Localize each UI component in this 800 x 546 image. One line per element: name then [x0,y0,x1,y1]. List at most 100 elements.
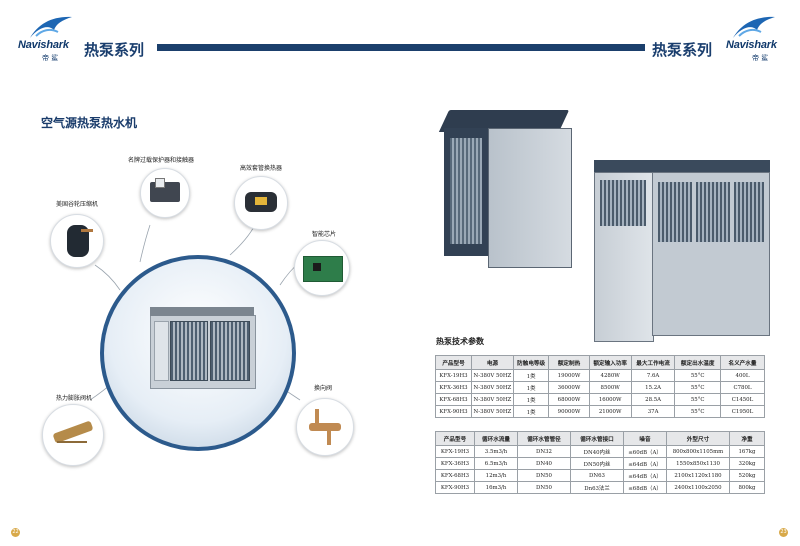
part-label-valve: 热力膨胀阀机 [56,395,93,402]
table-cell: DN50 [517,469,571,482]
heat-pump-unit-small [436,110,592,270]
table-row: KFX-36H3 6.5m3/h DN40 DN50内丝 ≤64dB（A） 15… [435,457,765,470]
table-cell: DN40 [517,457,571,470]
table-cell: 1类 [512,393,550,406]
col-header: 额定输入功率 [588,355,632,370]
table-cell: C1450L [719,393,766,406]
table-cell: 28.5A [630,393,676,406]
table-cell: KFX-19H3 [435,445,475,458]
table-cell: C780L [719,381,766,394]
table-cell: 55°C [674,381,721,394]
unit-small-front [488,128,572,268]
table-row: KFX-68H3 N-380V 50HZ 1类 68000W 16000W 28… [434,393,766,406]
table-cell: 520kg [729,469,765,482]
table-row: KFX-19H3 N-380V 50HZ 1类 19000W 4280W 7.6… [434,369,766,382]
table-cell: KFX-36H3 [435,457,475,470]
table-cell: 1类 [512,381,550,394]
unit-top [150,307,254,316]
main-product-circle [100,255,296,451]
table-row: KFX-36H3 N-380V 50HZ 1类 36000W 8500W 15.… [434,381,766,394]
table-cell: N-380V 50HZ [471,405,514,418]
col-header: 电源 [471,355,514,370]
circuit-board-icon [303,256,343,282]
table-cell: DN50 [517,481,571,494]
table-row: KFX-19H3 3.5m3/h DN32 DN40内丝 ≤60dB（A） 80… [435,445,765,458]
table-cell: 15.2A [630,381,676,394]
valve-capillary-icon [57,441,87,443]
copeland-compressor-icon [67,225,89,257]
table-cell: 1类 [512,369,550,382]
reversing-valve-icon [309,423,341,431]
header-bar [157,44,645,51]
table-cell: 19000W [548,369,590,382]
table-cell: 1550x850x1130 [666,457,730,470]
unit-large-top [594,160,770,174]
table-cell: KFX-19H3 [434,369,473,382]
table-cell: 3.5m3/h [474,445,518,458]
exchanger-label-icon [255,197,267,205]
table-cell: 167kg [729,445,765,458]
part-label-exchanger: 高效套管换热器 [240,165,283,172]
shark-logo-left [30,16,72,38]
unit-small-grill [450,138,482,244]
table-cell: KFX-90H3 [434,405,473,418]
table-cell: 400L [719,369,766,382]
table-cell: N-380V 50HZ [471,381,514,394]
unit-large-grill-1 [658,182,692,242]
contactor-icon [155,178,165,188]
table-cell: 55°C [674,393,721,406]
col-header: 循环水管管径 [517,431,571,446]
part-label-reversing: 换向阀 [314,385,333,392]
shark-logo-right [733,16,775,38]
col-header: 名义产水量 [719,355,766,370]
table-cell: 6.5m3/h [474,457,518,470]
brand-sub-right: 帝 鲨 [752,54,769,62]
col-header: 产品型号 [435,431,475,446]
table-cell: N-380V 50HZ [471,369,514,382]
reversing-pipes-icon [315,409,319,425]
table-cell: DN32 [517,445,571,458]
unit-fan-grill-left [170,321,208,381]
table-cell: 16m3/h [474,481,518,494]
table-cell: 1类 [512,405,550,418]
table-header-row: 产品型号 电源 防触电等级 额定制热 额定输入功率 最大工作电流 额定出水温度 … [434,355,766,370]
table-row: KFX-68H3 12m3/h DN50 DN63 ≤64dB（A） 2100x… [435,469,765,482]
spec-table-power: 产品型号 电源 防触电等级 额定制热 额定输入功率 最大工作电流 额定出水温度 … [434,355,766,418]
table-cell: ≤60dB（A） [623,445,667,458]
reversing-circle [296,398,354,456]
table-cell: 4280W [588,369,632,382]
part-label-protector: 名牌过载保护器和接触器 [128,157,195,164]
table-cell: ≤68dB（A） [623,481,667,494]
table-cell: 21000W [588,405,632,418]
brand-sub-left: 帝 鲨 [42,54,59,62]
table-cell: 800kg [729,481,765,494]
table-cell: N-380V 50HZ [471,393,514,406]
table-cell: 90000W [548,405,590,418]
chip-icon [313,263,321,271]
product-title: 空气源热泵热水机 [41,116,138,130]
heat-pump-unit-large [594,160,770,344]
table-cell: DN63 [570,469,624,482]
spec-table-water: 产品型号 循环水流量 循环水管管径 循环水管接口 噪音 外型尺寸 净重 KFX-… [435,431,765,494]
page-number-right: 23 [779,528,788,537]
table-cell: 68000W [548,393,590,406]
col-header: 额定出水温度 [674,355,721,370]
col-header: 防触电等级 [512,355,550,370]
table-cell: KFX-68H3 [435,469,475,482]
exchanger-circle [234,176,288,230]
table-cell: DN40内丝 [570,445,624,458]
table-cell: 320kg [729,457,765,470]
series-title-right: 热泵系列 [652,41,713,59]
col-header: 外型尺寸 [666,431,730,446]
table-row: KFX-90H3 16m3/h DN50 Dn63法兰 ≤68dB（A） 240… [435,481,765,494]
table-cell: KFX-36H3 [434,381,473,394]
table-cell: KFX-90H3 [435,481,475,494]
chip-circle [294,240,350,296]
col-header: 循环水管接口 [570,431,624,446]
protector-circle [140,168,190,218]
col-header: 噪音 [623,431,667,446]
col-header: 净重 [729,431,765,446]
page-number-left: 22 [11,528,20,537]
brand-name-right: Navishark [726,39,777,51]
col-header: 最大工作电流 [630,355,676,370]
